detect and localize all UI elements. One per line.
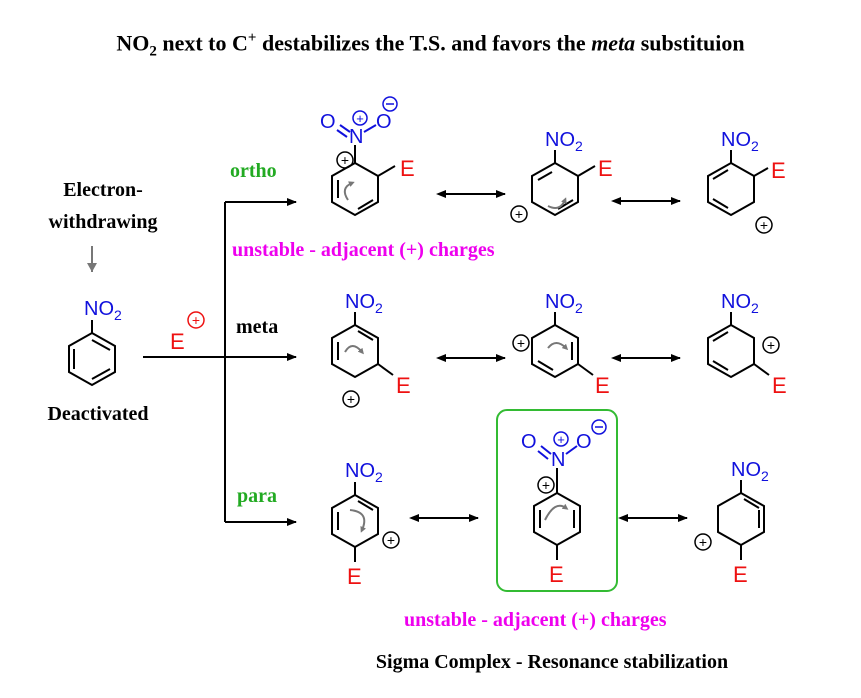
page-title: NO2 next to C+ destabilizes the T.S. and…: [0, 30, 861, 61]
o-atom: O: [576, 431, 592, 453]
para-label: para: [237, 485, 277, 507]
o-atom: O: [320, 111, 336, 133]
svg-text:+: +: [356, 111, 364, 126]
footer-label: Sigma Complex - Resonance stabilization: [376, 651, 728, 673]
electron-label-1: Electron-: [63, 179, 143, 201]
title-text-1: NO: [116, 30, 150, 56]
plus-charge-icon: [512, 334, 530, 352]
ortho-sigma-complex-2: +: [510, 150, 596, 223]
ortho-label: ortho: [230, 160, 277, 182]
svg-text:+: +: [192, 312, 200, 328]
ortho-sigma-complex-1: +: [331, 145, 396, 217]
nitro-group: NO2: [345, 460, 383, 485]
e-atom: E: [733, 562, 748, 587]
highlight-box: [496, 409, 618, 592]
e-atom: E: [549, 562, 564, 587]
e-atom: E: [772, 373, 787, 398]
minus-charge-icon: [382, 96, 398, 112]
plus-charge-icon: [342, 390, 360, 408]
plus-charge-icon: [510, 205, 528, 223]
meta-sigma-complex-1: +: [331, 312, 394, 408]
plus-charge-icon: [187, 311, 205, 329]
svg-text:+: +: [767, 337, 775, 353]
e-atom: E: [400, 156, 415, 181]
plus-charge-icon: [755, 216, 773, 234]
plus-charge-icon: [336, 151, 354, 169]
e-atom: E: [598, 156, 613, 181]
deactivated-label: Deactivated: [47, 403, 148, 425]
plus-charge-icon: [537, 476, 555, 494]
meta-sigma-complex-2: +: [512, 312, 594, 379]
nitro-group: NO2: [545, 291, 583, 316]
plus-charge-icon: [352, 110, 368, 126]
unstable-label-ortho: unstable - adjacent (+) charges: [232, 239, 495, 261]
nitro-group: NO2: [345, 291, 383, 316]
plus-charge-icon: [694, 533, 712, 551]
o-atom: O: [521, 431, 537, 453]
title-subscript: 2: [149, 43, 157, 60]
title-text-4: substituion: [635, 30, 745, 56]
e-atom: E: [771, 158, 786, 183]
meta-label: meta: [236, 316, 278, 338]
e-atom: E: [347, 564, 362, 589]
svg-text:+: +: [542, 477, 550, 493]
title-text-3: destabilizes the T.S. and favors the: [256, 30, 592, 56]
electrophile-label: E: [170, 329, 185, 354]
unstable-label-para: unstable - adjacent (+) charges: [404, 609, 667, 631]
svg-text:+: +: [517, 335, 525, 351]
nitro-group-left: NO2: [84, 298, 122, 323]
plus-charge-icon: [553, 431, 569, 447]
nitro-group: NO2: [545, 129, 583, 154]
svg-text:+: +: [557, 432, 565, 447]
nitrobenzene-ring: [68, 320, 116, 387]
o-atom: O: [376, 111, 392, 133]
ortho-sigma-complex-3: +: [707, 150, 773, 234]
svg-text:+: +: [347, 391, 355, 407]
svg-text:+: +: [387, 532, 395, 548]
svg-text:+: +: [699, 534, 707, 550]
nitro-group: NO2: [721, 129, 759, 154]
title-text-2: next to C: [156, 30, 248, 56]
para-sigma-complex-2: +: [533, 468, 581, 560]
para-sigma-complex-3: +: [694, 480, 765, 560]
n-atom: N: [349, 126, 363, 148]
svg-text:+: +: [515, 206, 523, 222]
svg-text:+: +: [760, 217, 768, 233]
plus-charge-icon: [382, 531, 400, 549]
minus-charge-icon: [591, 419, 607, 435]
para-sigma-complex-1: +: [331, 482, 400, 562]
nitro-group: NO2: [721, 291, 759, 316]
title-superscript: +: [247, 30, 257, 46]
e-atom: E: [396, 373, 411, 398]
nitro-group: NO2: [731, 459, 769, 484]
meta-sigma-complex-3: +: [707, 312, 780, 379]
plus-charge-icon: [762, 336, 780, 354]
n-atom: N: [551, 449, 565, 471]
title-italic: meta: [591, 30, 636, 56]
electron-label-2: withdrawing: [49, 211, 158, 233]
svg-text:+: +: [341, 152, 349, 168]
e-atom: E: [595, 373, 610, 398]
